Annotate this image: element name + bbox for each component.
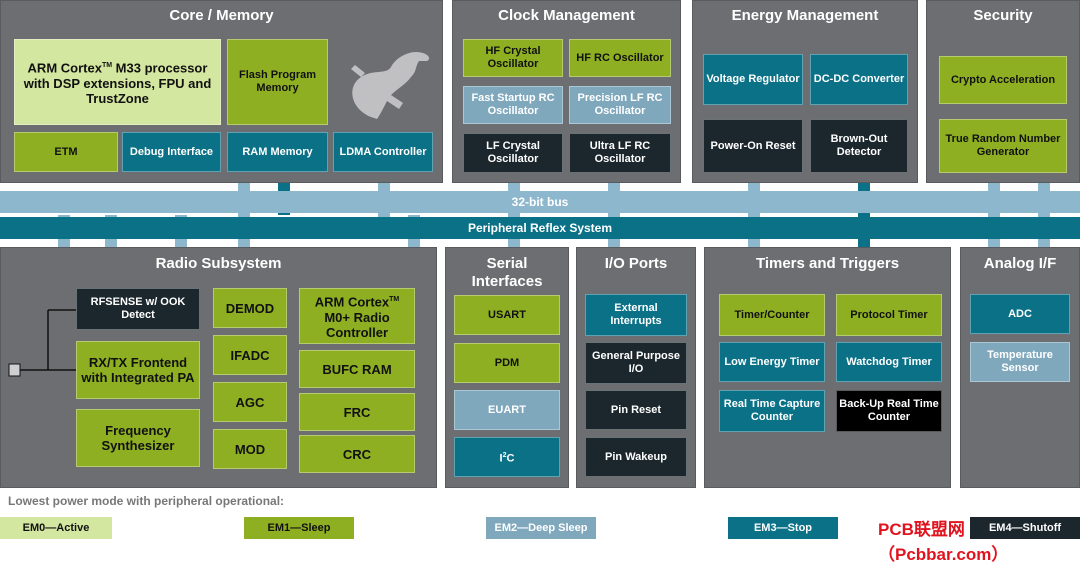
block-plfrco: Precision LF RC Oscillator xyxy=(569,86,671,124)
legend-em0: EM0—Active xyxy=(0,517,112,539)
block-pinwake: Pin Wakeup xyxy=(585,437,687,477)
panel-title: I/O Ports xyxy=(604,255,668,272)
panel-title: Analog I/F xyxy=(983,255,1057,272)
bus-32bit-label: 32-bit bus xyxy=(511,195,569,209)
block-temp: Temperature Sensor xyxy=(970,342,1070,382)
legend-em3: EM3—Stop xyxy=(728,517,838,539)
legend-em2: EM2—Deep Sleep xyxy=(486,517,596,539)
legend-caption: Lowest power mode with peripheral operat… xyxy=(8,494,285,508)
block-bod: Brown-Out Detector xyxy=(810,119,908,173)
block-agc: AGC xyxy=(213,382,287,422)
block-demod: DEMOD xyxy=(213,288,287,328)
block-hfrco: HF RC Oscillator xyxy=(569,39,671,77)
block-letimer: Low Energy Timer xyxy=(719,342,825,382)
panel-title: Serial Interfaces xyxy=(471,255,543,290)
block-lfxo: LF Crystal Oscillator xyxy=(463,133,563,173)
panel-security: Security Crypto Acceleration True Random… xyxy=(926,0,1080,183)
block-extint: External Interrupts xyxy=(585,294,687,336)
block-bufc: BUFC RAM xyxy=(299,350,415,388)
block-frc: FRC xyxy=(299,393,415,431)
block-ram: RAM Memory xyxy=(227,132,328,172)
block-debug: Debug Interface xyxy=(122,132,221,172)
panel-title: Energy Management xyxy=(731,7,879,24)
block-cortex-m33: ARM CortexTM M33 processor with DSP exte… xyxy=(14,39,221,125)
panel-timers: Timers and Triggers Timer/Counter Protoc… xyxy=(704,247,951,488)
panel-radio: Radio Subsystem RFSENSE w/ OOK Detect RX… xyxy=(0,247,437,488)
block-vreg: Voltage Regulator xyxy=(703,54,803,105)
block-pdm: PDM xyxy=(454,343,560,383)
bus-32bit: 32-bit bus xyxy=(0,191,1080,213)
block-adc: ADC xyxy=(970,294,1070,334)
block-i2c: I2C xyxy=(454,437,560,477)
block-wdog: Watchdog Timer xyxy=(836,342,942,382)
panel-core-memory: Core / Memory ARM CortexTM M33 processor… xyxy=(0,0,443,183)
block-ldma: LDMA Controller xyxy=(333,132,433,172)
legend-em4: EM4—Shutoff xyxy=(970,517,1080,539)
panel-title: Core / Memory xyxy=(169,7,274,24)
legend-em1: EM1—Sleep xyxy=(244,517,354,539)
bus-prs: Peripheral Reflex System xyxy=(0,217,1080,239)
block-crypto: Crypto Acceleration xyxy=(939,56,1067,104)
block-burtc: Back-Up Real Time Counter xyxy=(836,390,942,432)
block-timer: Timer/Counter xyxy=(719,294,825,336)
block-synth: Frequency Synthesizer xyxy=(76,409,200,467)
block-mod: MOD xyxy=(213,429,287,469)
panel-title: Clock Management xyxy=(498,7,635,24)
panel-title: Timers and Triggers xyxy=(755,255,900,272)
panel-energy: Energy Management Voltage Regulator DC-D… xyxy=(692,0,918,183)
bus-prs-label: Peripheral Reflex System xyxy=(467,221,613,235)
antenna-connection xyxy=(8,309,77,377)
block-por: Power-On Reset xyxy=(703,119,803,173)
block-rtcc: Real Time Capture Counter xyxy=(719,390,825,432)
panel-io: I/O Ports External Interrupts General Pu… xyxy=(576,247,696,488)
block-etm: ETM xyxy=(14,132,118,172)
watermark: PCB联盟网（Pcbbar.com） xyxy=(878,520,1009,564)
panel-title: Radio Subsystem xyxy=(155,255,282,272)
panel-analog: Analog I/F ADC Temperature Sensor xyxy=(960,247,1080,488)
block-flash: Flash Program Memory xyxy=(227,39,328,125)
block-trng: True Random Number Generator xyxy=(939,119,1067,173)
block-pinreset: Pin Reset xyxy=(585,390,687,430)
gecko-logo xyxy=(351,51,430,120)
block-fsrco: Fast Startup RC Oscillator xyxy=(463,86,563,124)
block-frontend: RX/TX Frontend with Integrated PA xyxy=(76,341,200,399)
block-gpio: General Purpose I/O xyxy=(585,342,687,384)
block-rfsense: RFSENSE w/ OOK Detect xyxy=(76,288,200,330)
block-ifadc: IFADC xyxy=(213,335,287,375)
panel-serial: Serial Interfaces USART PDM EUART I2C xyxy=(445,247,569,488)
block-hfxo: HF Crystal Oscillator xyxy=(463,39,563,77)
block-euart: EUART xyxy=(454,390,560,430)
block-ulfrco: Ultra LF RC Oscillator xyxy=(569,133,671,173)
block-protimer: Protocol Timer xyxy=(836,294,942,336)
block-usart: USART xyxy=(454,295,560,335)
panel-title: Security xyxy=(973,7,1033,24)
panel-clock: Clock Management HF Crystal Oscillator H… xyxy=(452,0,681,183)
block-crc: CRC xyxy=(299,435,415,473)
block-cortex-m0: ARM CortexTM M0+ Radio Controller xyxy=(299,288,415,344)
block-dcdc: DC-DC Converter xyxy=(810,54,908,105)
